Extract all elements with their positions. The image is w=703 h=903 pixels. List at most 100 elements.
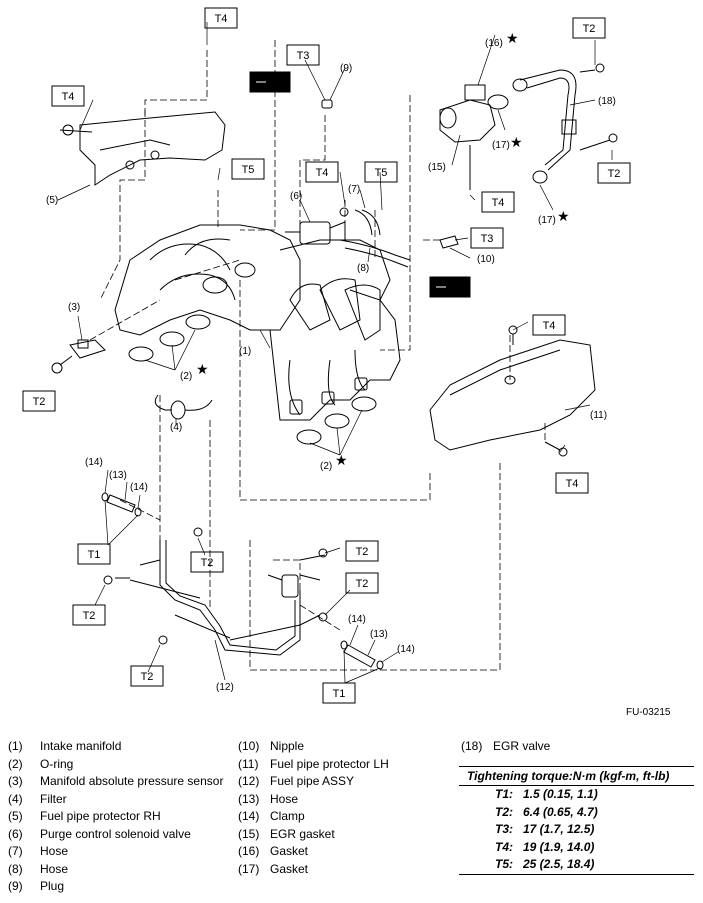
callout-n2: (2) xyxy=(180,371,192,382)
legend-item: (1)Intake manifold xyxy=(8,738,223,756)
leader-lines xyxy=(57,22,613,684)
legend-column-1: (1)Intake manifold(2)O-ring(3)Manifold a… xyxy=(8,738,223,896)
legend-item-number: (3) xyxy=(8,774,23,788)
sealant-icon xyxy=(249,71,471,298)
torque-title: Tightening torque:N·m (kgf-m, ft-lb) xyxy=(459,766,694,786)
callout-n4: (4) xyxy=(170,422,182,433)
callout-n17: (17) xyxy=(538,215,556,226)
fuel-pipe-protector-rh xyxy=(59,111,226,186)
torque-row-value: 6.4 (0.65, 4.7) xyxy=(523,804,598,819)
legend-item: (6) Purge control solenoid valve xyxy=(8,826,223,844)
callout-n6: (6) xyxy=(290,191,302,202)
legend-item-number: (1) xyxy=(8,739,23,753)
legend-item: (15) EGR gasket xyxy=(238,826,389,844)
legend-item-number: (12) xyxy=(238,774,260,788)
legend-item: (4) Filter xyxy=(8,791,223,809)
callout-t4: T4 xyxy=(492,197,505,209)
svg-text:★: ★ xyxy=(196,362,209,378)
callout-t2: T2 xyxy=(83,610,96,622)
purge-control-solenoid-valve xyxy=(285,207,349,245)
callout-n13: (13) xyxy=(109,470,127,481)
legend-item-number: (16) xyxy=(238,844,260,858)
nipple xyxy=(439,235,459,249)
legend-item: (7) Hose xyxy=(8,843,223,861)
legend-item-label: Purge control solenoid valve xyxy=(40,826,191,841)
egr-valve-assembly xyxy=(439,63,618,190)
hoses xyxy=(339,209,411,268)
callout-t3: T3 xyxy=(297,50,310,62)
callout-t2: T2 xyxy=(583,23,596,35)
callout-n14: (14) xyxy=(130,482,148,493)
manifold-absolute-pressure-sensor xyxy=(51,339,106,374)
callout-t5: T5 xyxy=(242,164,255,176)
callout-n14: (14) xyxy=(85,457,103,468)
svg-text:★: ★ xyxy=(335,453,348,469)
legend-item: (8)Hose xyxy=(8,861,223,879)
legend-item-label: Gasket xyxy=(270,861,309,876)
legend-item: (17)Gasket xyxy=(238,861,389,879)
legend-item-label: EGR valve xyxy=(493,739,551,753)
torque-row-label: T2: xyxy=(495,804,513,819)
legend-item-label: O-ring xyxy=(40,756,74,771)
legend-item-label: Hose xyxy=(40,844,69,858)
torque-row: T1:1.5 (0.15, 1.1) xyxy=(459,786,694,804)
callout-t2: T2 xyxy=(608,168,621,180)
figure-id: FU-03215 xyxy=(626,707,671,718)
callout-t4: T4 xyxy=(566,478,579,490)
torque-row: T4: 19 (1.9, 14.0) xyxy=(459,839,694,857)
legend-item-number: (4) xyxy=(8,791,23,806)
legend-item-number: (8) xyxy=(8,861,23,876)
legend-item-label: Clamp xyxy=(270,809,305,823)
callout-t5: T5 xyxy=(375,167,388,179)
legend-item-number: (7) xyxy=(8,844,23,858)
legend-item-label: EGR gasket xyxy=(270,826,335,841)
callout-t1: T1 xyxy=(88,549,101,561)
callout-n14: (14) xyxy=(397,644,415,655)
legend-item: (2)O-ring xyxy=(8,756,223,774)
legend-item: (10)Nipple xyxy=(238,738,389,756)
sealant-icon-marks xyxy=(256,81,446,288)
legend-item-number: (15) xyxy=(238,826,260,841)
filter xyxy=(154,394,213,420)
legend-item-label: Fuel pipe ASSY xyxy=(270,774,355,788)
legend-item-number: (9) xyxy=(8,879,23,893)
legend-item: (13)Hose xyxy=(238,791,389,809)
legend-column-2: (10)Nipple(11)Fuel pipe protector LH(12)… xyxy=(238,738,389,878)
tightening-torque-table: Tightening torque:N·m (kgf-m, ft-lb) T1:… xyxy=(459,766,694,875)
torque-row-value: 19 (1.9, 14.0) xyxy=(523,839,595,854)
torque-row: T2: 6.4 (0.65, 4.7) xyxy=(459,804,694,822)
callout-n15: (15) xyxy=(428,162,446,173)
callout-n3: (3) xyxy=(68,302,80,313)
exploded-parts-diagram: ★ ★ ★ ★ ★ T4 T4 T3 T5 T4 T5 T3 T xyxy=(22,7,631,704)
o-rings xyxy=(128,314,377,445)
callout-t4: T4 xyxy=(316,167,329,179)
callout-n1: (1) xyxy=(239,346,251,357)
callout-n10: (10) xyxy=(477,254,495,265)
torque-rows: T1:1.5 (0.15, 1.1)T2:6.4 (0.65, 4.7)T3:1… xyxy=(459,786,694,874)
legend-item: (9)Plug xyxy=(8,878,223,896)
svg-text:★: ★ xyxy=(557,209,570,225)
legend-item-number: (6) xyxy=(8,826,23,841)
torque-row-label: T1: xyxy=(495,787,513,801)
diagram-svg: ★ ★ ★ ★ ★ T4 T4 T3 T5 T4 T5 T3 T xyxy=(22,7,631,704)
callout-t2: T2 xyxy=(33,396,46,408)
callout-n5: (5) xyxy=(46,195,58,206)
legend-item-label: Gasket xyxy=(270,844,309,858)
svg-text:★: ★ xyxy=(510,135,523,151)
callout-t3: T3 xyxy=(481,233,494,245)
callout-t1: T1 xyxy=(333,688,346,700)
assembly-guide-lines xyxy=(89,40,546,671)
torque-row-label: T4: xyxy=(495,839,513,854)
callout-t2: T2 xyxy=(201,557,214,569)
torque-row-value: 17 (1.7, 12.5) xyxy=(523,822,595,836)
callout-n8: (8) xyxy=(357,263,369,274)
legend-item: (5)Fuel pipe protector RH xyxy=(8,808,223,826)
torque-row-value: 25 (2.5, 18.4) xyxy=(523,857,595,871)
legend-item: (3)Manifold absolute pressure sensor xyxy=(8,773,223,791)
part-number-callouts: (1) (2) (2) (3) (4) (5) (6) (7) (8) (9) … xyxy=(46,38,616,693)
torque-row-label: T5: xyxy=(495,857,513,871)
callout-t4: T4 xyxy=(62,91,75,103)
callout-t4: T4 xyxy=(543,320,556,332)
fuel-pipe-protector-lh xyxy=(429,325,596,457)
legend-item-label: Filter xyxy=(40,791,67,806)
